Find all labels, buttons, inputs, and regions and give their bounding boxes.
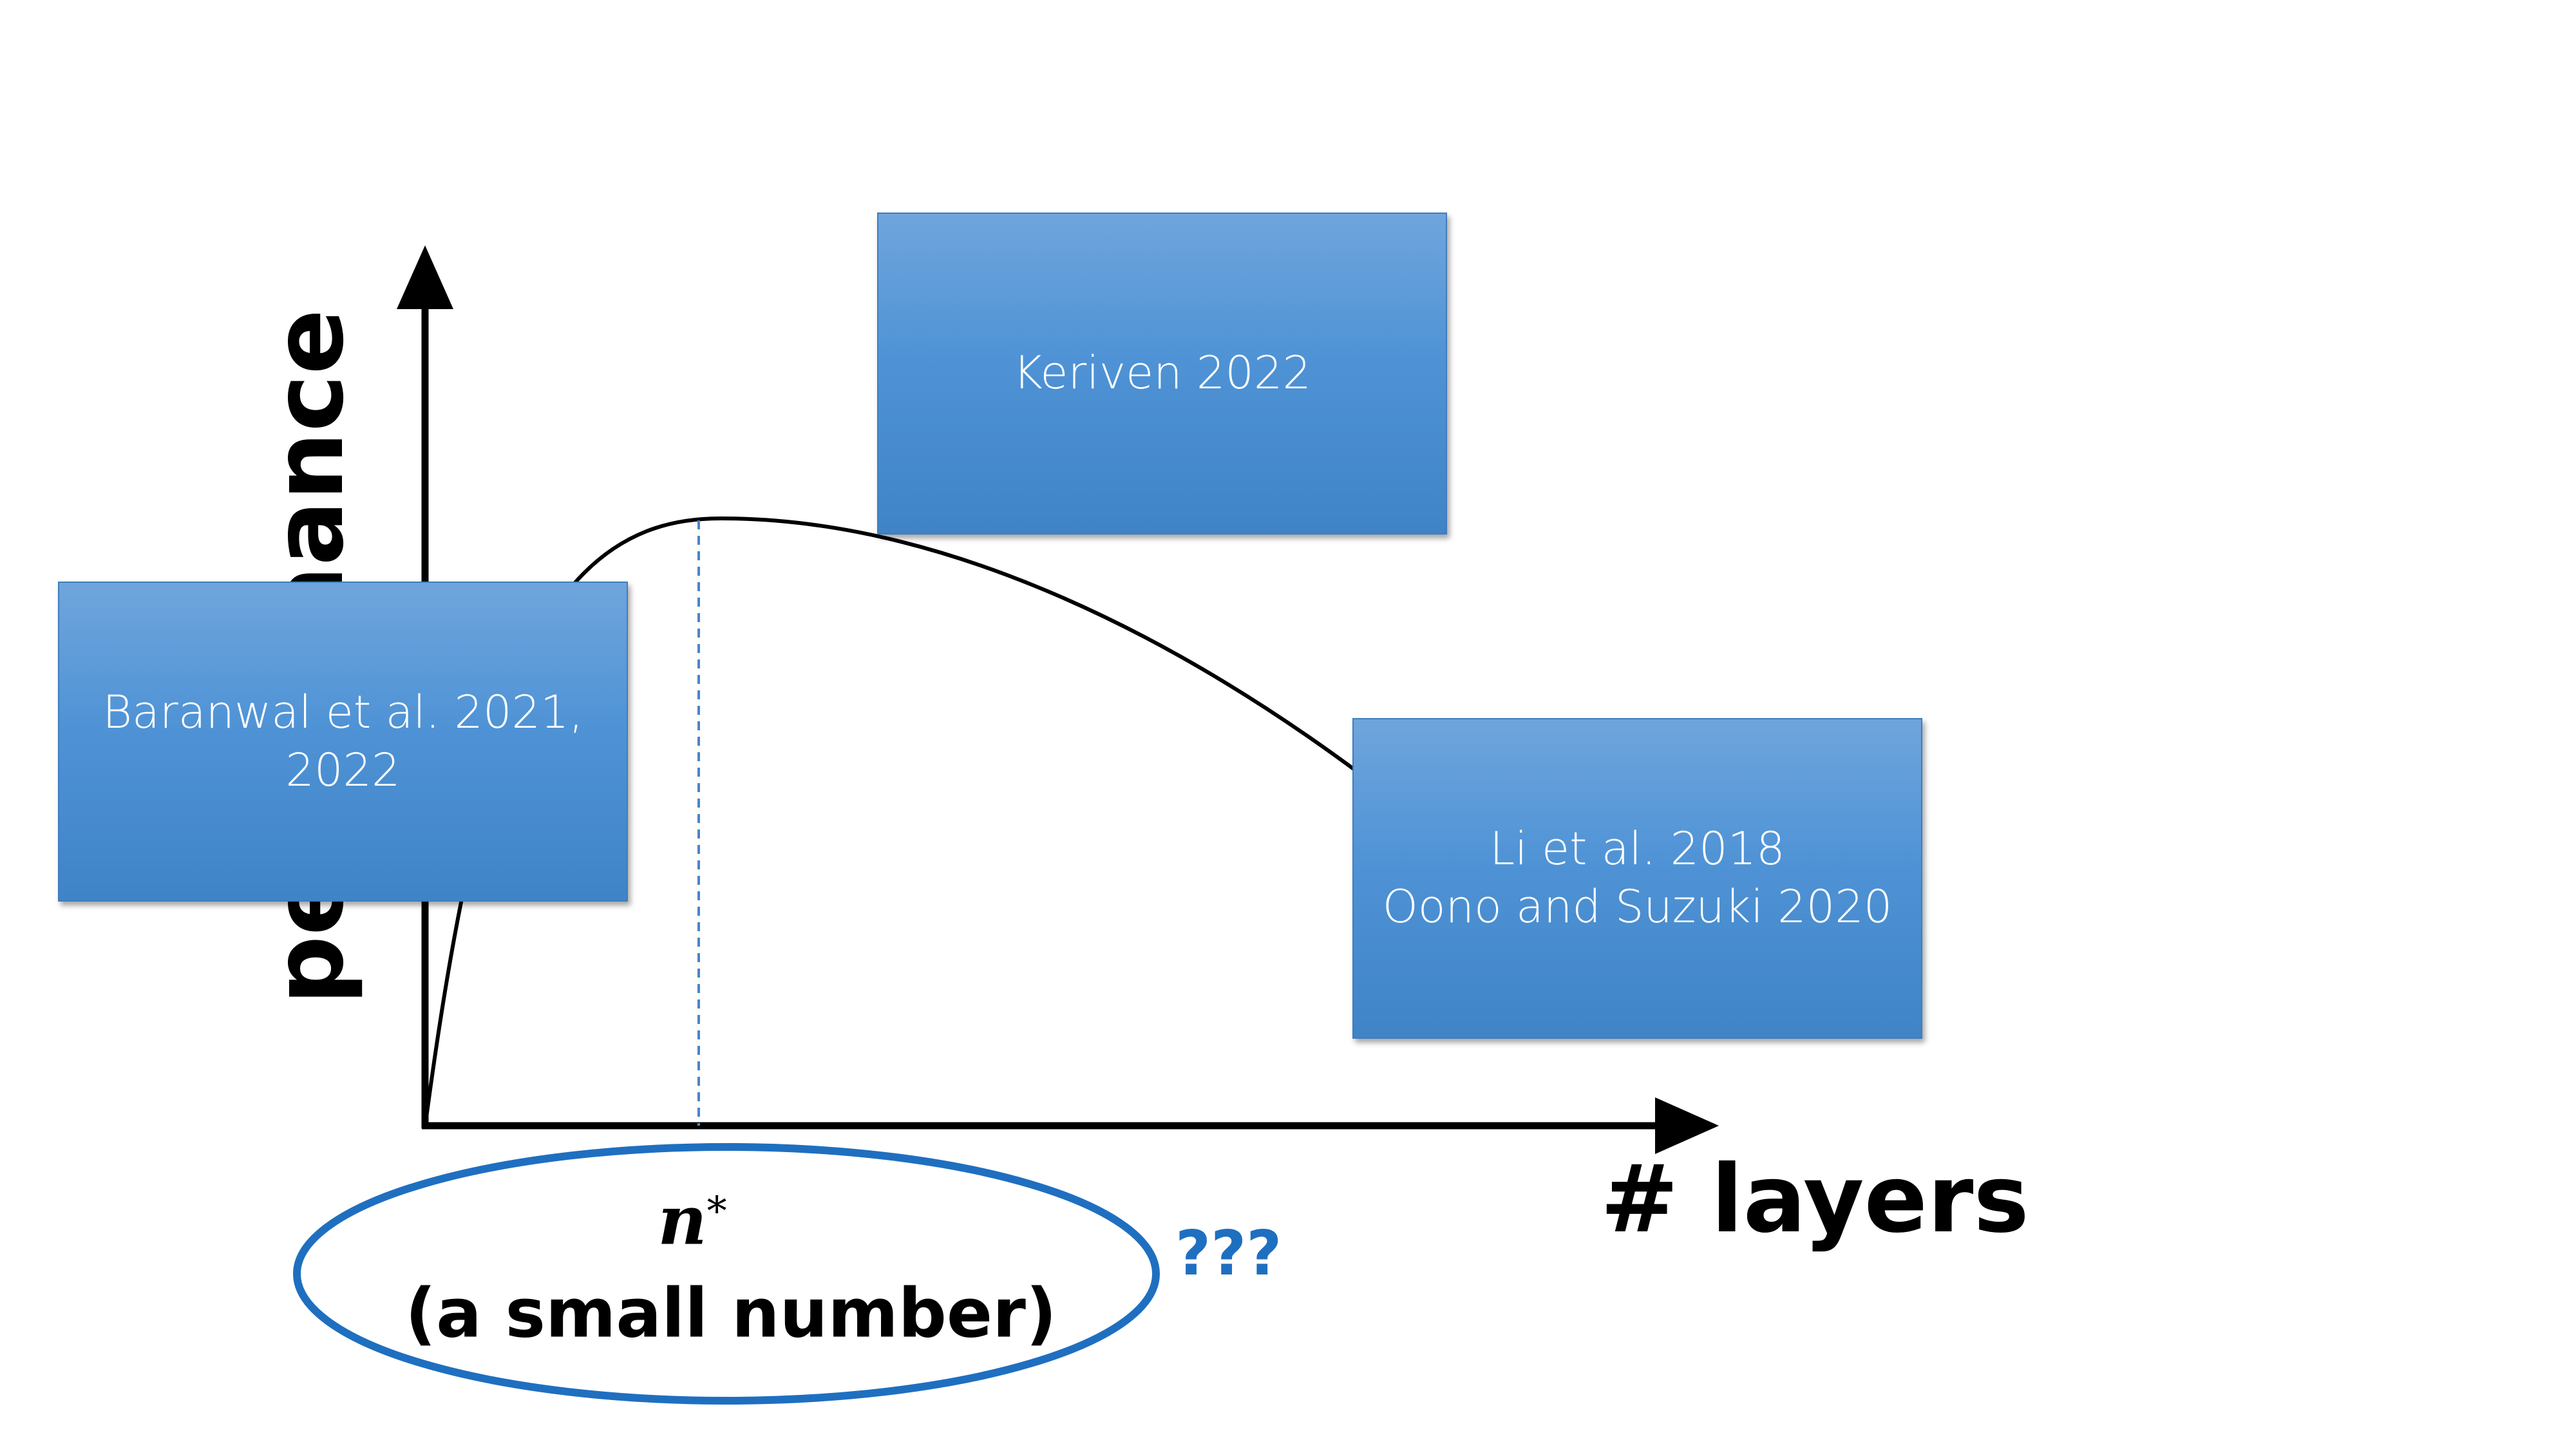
li-line-2: Oono and Suzuki 2020 xyxy=(1382,880,1893,933)
keriven-box: Keriven 2022 xyxy=(877,213,1447,535)
baranwal-line-2: 2022 xyxy=(285,743,401,797)
x-axis-label: # layers xyxy=(1600,1145,2029,1254)
li-line-1: Li et al. 2018 xyxy=(1490,822,1785,876)
baranwal-box: Baranwal et al. 2021, 2022 xyxy=(58,582,628,902)
keriven-text: Keriven 2022 xyxy=(1013,346,1311,400)
baranwal-line-1: Baranwal et al. 2021, xyxy=(102,685,583,739)
n-superscript: * xyxy=(706,1187,727,1235)
li-oono-box: Li et al. 2018 Oono and Suzuki 2020 xyxy=(1352,718,1922,1039)
n-star-symbol: n* xyxy=(658,1186,727,1255)
n-star-ellipse xyxy=(293,1143,1160,1405)
small-number-caption: (a small number) xyxy=(405,1274,1057,1353)
question-marks: ??? xyxy=(1175,1218,1282,1289)
n-symbol: n xyxy=(658,1180,707,1260)
